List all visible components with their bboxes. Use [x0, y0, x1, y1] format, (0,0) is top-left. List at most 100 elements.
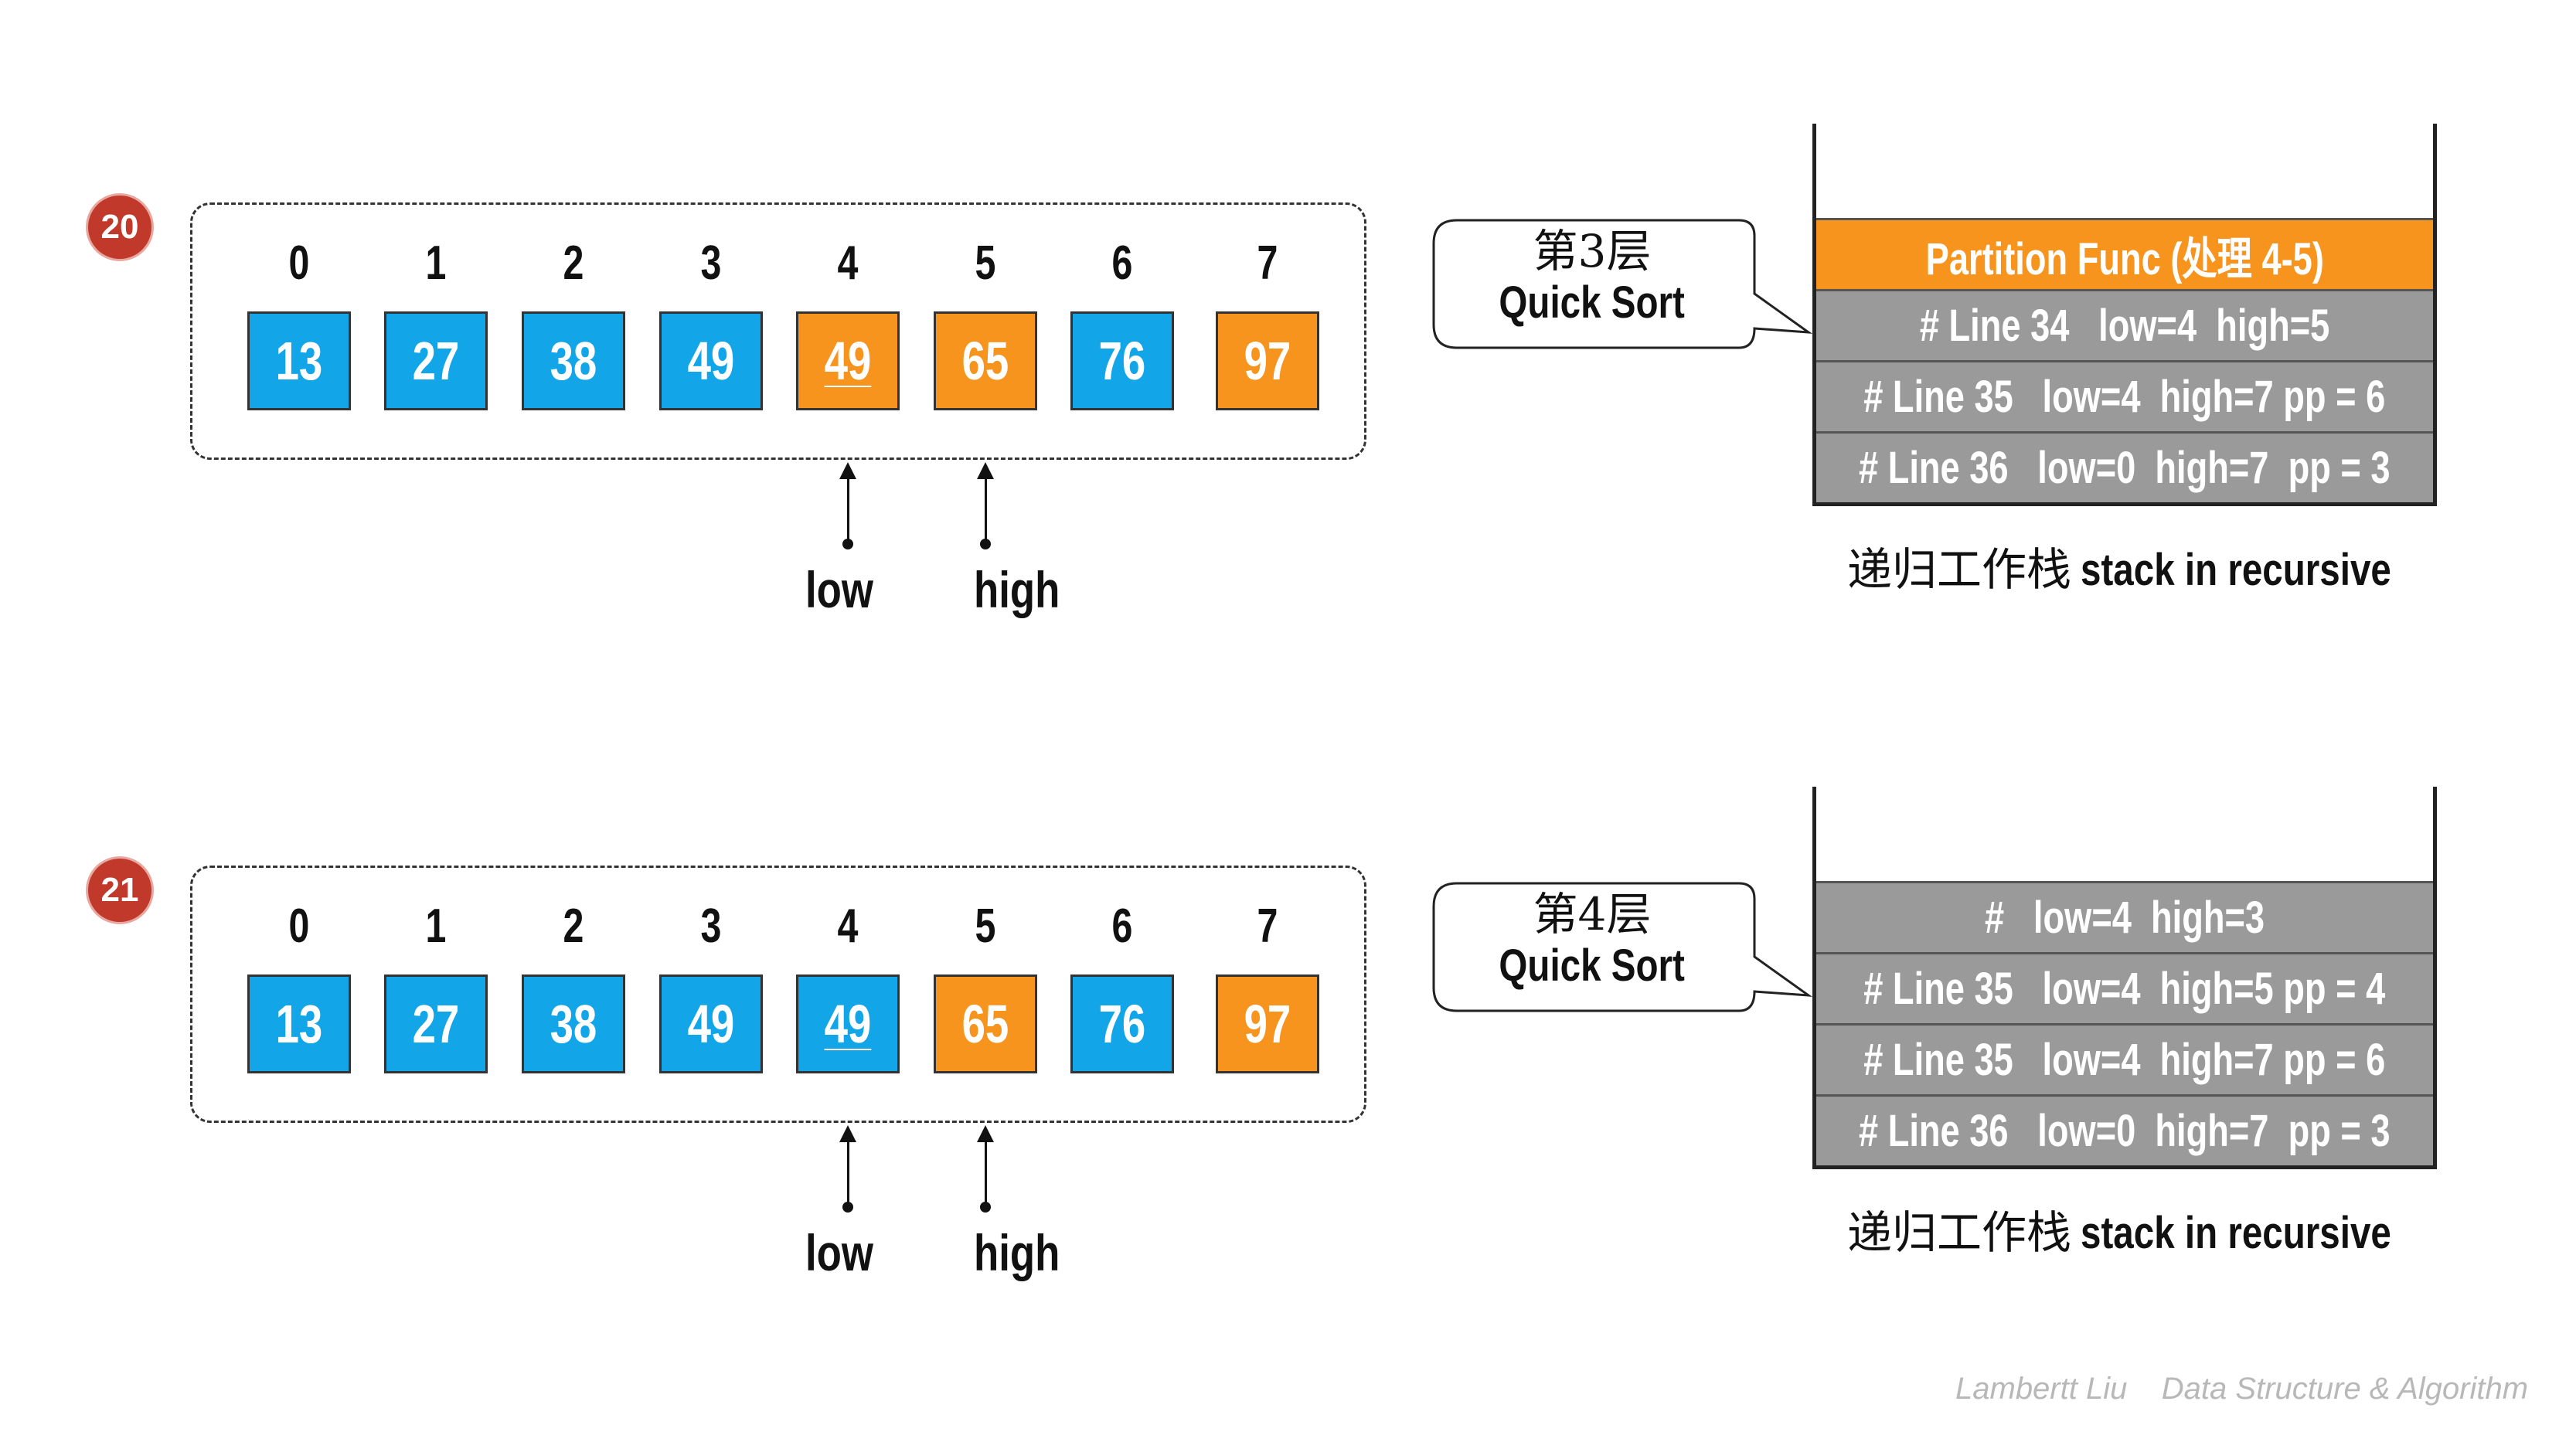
stack-caption-cn: 递归工作栈 [1847, 1206, 2072, 1259]
array-cell: 38 [522, 975, 625, 1073]
array-index: 2 [563, 900, 584, 953]
pointer-label-low: low [805, 1224, 873, 1281]
speech-bubble [1432, 219, 1812, 349]
array-cell-value: 49 [824, 994, 872, 1054]
stack-frame: # low=4 high=3 [1816, 881, 2433, 952]
array-cell-value: 65 [961, 994, 1009, 1054]
array-index: 7 [1257, 900, 1278, 953]
stack-frame: # Line 35 low=4 high=5 pp = 4 [1816, 952, 2433, 1023]
array-cell: 97 [1216, 975, 1319, 1073]
pointer-arrow-line [847, 1136, 849, 1206]
stack-frame-text: # Line 34 low=4 high=5 [1919, 301, 2330, 351]
stack-frame-text: # Line 36 low=0 high=7 pp = 3 [1859, 443, 2391, 493]
stack-frame-text: # Line 35 low=4 high=5 pp = 4 [1863, 964, 2386, 1014]
array-cell: 97 [1216, 311, 1319, 410]
array-index: 4 [837, 900, 859, 953]
stack-frame-text: # Line 36 low=0 high=7 pp = 3 [1859, 1106, 2391, 1156]
recursion-layer-label: 第4层 [1533, 888, 1652, 940]
array-index: 0 [288, 236, 310, 290]
array-cell-value: 49 [824, 331, 872, 391]
pointer-label-low: low [805, 561, 873, 618]
array-cell-value: 49 [687, 994, 735, 1054]
array-cell: 76 [1070, 975, 1174, 1073]
array-cell: 38 [522, 311, 625, 410]
speech-bubble [1432, 882, 1812, 1012]
pointer-arrow-head [977, 1125, 994, 1142]
array-cell-value: 49 [687, 331, 735, 391]
array-index: 2 [563, 236, 584, 290]
array-cell: 13 [247, 975, 351, 1073]
array-cell: 13 [247, 311, 351, 410]
stack-frame-text: Partition Func (处理 4-5) [1925, 233, 2324, 284]
array-index: 5 [975, 236, 996, 290]
step-number-badge: 20 [88, 196, 151, 259]
pointer-dot [980, 539, 991, 549]
array-cell-value: 27 [412, 994, 460, 1054]
array-index: 5 [975, 900, 996, 953]
array-cell-value: 97 [1244, 994, 1291, 1054]
array-cell: 49 [659, 311, 763, 410]
array-index: 0 [288, 900, 310, 953]
array-cell-value: 76 [1098, 994, 1146, 1054]
stack-frame: # Line 35 low=4 high=7 pp = 6 [1816, 1023, 2433, 1094]
bubble-title-line: Quick Sort [1434, 277, 1751, 329]
array-cell-value: 38 [550, 994, 597, 1054]
recursion-stack: # low=4 high=3 # Line 35 low=4 high=5 pp … [1812, 787, 2437, 1169]
array-cell: 49 [659, 975, 763, 1073]
array-cell: 49 [796, 311, 900, 410]
pointer-dot [842, 539, 853, 549]
array-cell: 27 [384, 311, 488, 410]
array-cell: 65 [934, 311, 1037, 410]
array-cell-value: 27 [412, 331, 460, 391]
stack-frame: # Line 35 low=4 high=7 pp = 6 [1816, 360, 2433, 431]
array-cell: 27 [384, 975, 488, 1073]
array-cell-value: 13 [275, 331, 323, 391]
pointer-arrow-line [847, 473, 849, 543]
recursion-stack: Partition Func (处理 4-5) # Line 34 low=4 h… [1812, 124, 2437, 506]
stack-frame-text: # Line 35 low=4 high=7 pp = 6 [1863, 372, 2386, 422]
pointer-arrow-line [985, 1136, 987, 1206]
array-frame [190, 866, 1366, 1123]
pointer-arrow-line [985, 473, 987, 543]
array-index: 1 [425, 236, 447, 290]
pointer-label-high: high [974, 1224, 1060, 1281]
array-index: 3 [700, 236, 722, 290]
pointer-arrow-head [977, 462, 994, 479]
pointer-arrow-head [839, 1125, 856, 1142]
array-index: 1 [425, 900, 447, 953]
bubble-title: Quick Sort [1499, 940, 1686, 991]
stack-caption-en: stack in recursive [2081, 545, 2391, 595]
step-number-badge: 21 [88, 859, 151, 922]
stack-frame-text: # low=4 high=3 [1984, 893, 2265, 943]
array-cell: 76 [1070, 311, 1174, 410]
array-cell: 49 [796, 975, 900, 1073]
stack-caption-cn: 递归工作栈 [1847, 543, 2072, 596]
pointer-dot [980, 1202, 991, 1213]
stack-frame-text: # Line 35 low=4 high=7 pp = 6 [1863, 1035, 2386, 1085]
array-cell-value: 38 [550, 331, 597, 391]
bubble-title: Quick Sort [1499, 277, 1686, 328]
pointer-label-high: high [974, 561, 1060, 618]
stack-frame: # Line 34 low=4 high=5 [1816, 289, 2433, 360]
stack-frame: Partition Func (处理 4-5) [1816, 218, 2433, 289]
stack-frame: # Line 36 low=0 high=7 pp = 3 [1816, 1094, 2433, 1165]
array-index: 7 [1257, 236, 1278, 290]
stack-frame: # Line 36 low=0 high=7 pp = 3 [1816, 431, 2433, 502]
footer-credit: Lambertt Liu Data Structure & Algorithm [1955, 1372, 2529, 1406]
bubble-title-line: Quick Sort [1434, 940, 1751, 992]
array-index: 4 [837, 236, 859, 290]
array-cell-value: 65 [961, 331, 1009, 391]
array-cell: 65 [934, 975, 1037, 1073]
recursion-layer-label: 第3层 [1533, 225, 1652, 277]
array-index: 3 [700, 900, 722, 953]
array-index: 6 [1111, 236, 1133, 290]
array-index: 6 [1111, 900, 1133, 953]
pointer-dot [842, 1202, 853, 1213]
pointer-arrow-head [839, 462, 856, 479]
